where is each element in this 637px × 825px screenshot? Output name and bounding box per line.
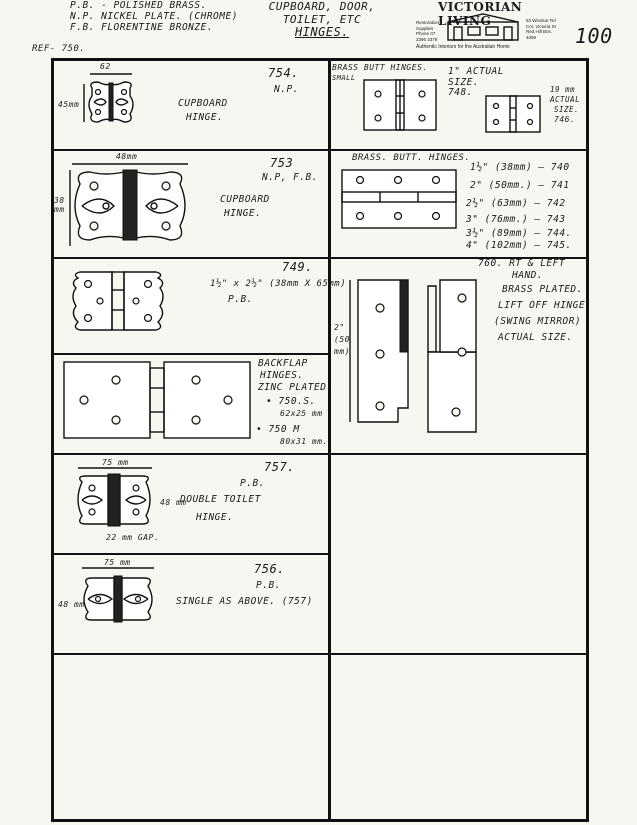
- product-label: SMALL: [332, 74, 356, 82]
- product-label: BRASS PLATED.: [502, 284, 583, 295]
- product-label: ZINC PLATED.: [258, 382, 333, 393]
- product-title: BRASS BUTT HINGES.: [332, 63, 428, 72]
- product-label: 1" ACTUAL: [448, 66, 504, 77]
- legend-np: N.P. NICKEL PLATE. (CHROME): [70, 11, 238, 22]
- product-size: 80x31 mm.: [280, 437, 328, 446]
- size-row: 2" (50mm.) — 741: [470, 180, 570, 191]
- hinge-753-icon: [69, 163, 188, 246]
- legend-pb: P.B. - POLISHED BRASS.: [70, 0, 207, 11]
- row-divider: [54, 653, 586, 655]
- product-label: SINGLE AS ABOVE. (757): [176, 596, 313, 607]
- lift-off-hinge-760-icon: [349, 279, 477, 433]
- product-code: 754.: [268, 66, 299, 80]
- product-label: ACTUAL: [550, 95, 581, 104]
- product-label: LIFT OFF HINGE: [498, 300, 586, 311]
- product-gap: 22 mm GAP.: [106, 533, 160, 542]
- product-code: 757.: [264, 460, 295, 474]
- dim-width: 62: [100, 62, 111, 71]
- product-label: HINGES.: [260, 370, 304, 381]
- butt-hinge-large-icon: [341, 169, 457, 229]
- dim-height: 38 mm: [54, 196, 65, 214]
- product-size: 1½" x 2½" (38mm X 65mm): [210, 279, 347, 289]
- row-divider: [54, 453, 586, 455]
- product-label: CUPBOARD: [178, 98, 228, 109]
- dim-width: 48mm: [116, 152, 138, 161]
- size-row: 2½" (63mm) — 742: [466, 198, 566, 209]
- product-label: HAND.: [512, 270, 544, 281]
- dim-width: 75 mm: [102, 458, 129, 467]
- product-title: BRASS. BUTT. HINGES.: [352, 153, 471, 163]
- product-finish: P.B.: [228, 294, 253, 305]
- hinge-749-icon: [72, 271, 164, 331]
- shopfront-icon: [447, 13, 519, 41]
- double-toilet-hinge-757-icon: [77, 467, 152, 527]
- title-line-3: HINGES.: [294, 25, 350, 39]
- dim-height: 2" (50 mm): [334, 323, 350, 356]
- dim-height: 48 mm: [58, 600, 85, 609]
- logo-brand: VICTORIAN LIVING: [438, 0, 523, 28]
- product-label: BACKFLAP: [258, 358, 308, 369]
- logo-tagline: Authentic Interiors for the Australian H…: [416, 44, 510, 50]
- product-label: DOUBLE TOILET: [180, 494, 261, 505]
- product-finish: N.P, F.B.: [262, 172, 318, 183]
- product-finish: P.B.: [240, 478, 265, 489]
- reference-number: REF- 750.: [32, 44, 86, 54]
- product-label: (SWING MIRROR): [494, 316, 582, 327]
- product-label: SIZE.: [554, 105, 580, 114]
- product-label: HINGE.: [224, 208, 262, 219]
- dim-width: 75 mm: [104, 558, 131, 567]
- product-code: 753: [270, 156, 294, 170]
- single-toilet-hinge-756-icon: [82, 567, 154, 623]
- page-number: 100: [575, 24, 613, 48]
- butt-hinge-748-icon: [363, 79, 437, 131]
- product-finish: P.B.: [256, 580, 281, 591]
- product-label: SIZE.: [448, 77, 480, 88]
- hinge-754-icon: [83, 73, 134, 123]
- row-divider: [54, 353, 328, 355]
- center-divider: [328, 61, 331, 819]
- product-code: 749.: [282, 260, 313, 274]
- size-row: 3" (76mm.) — 743: [466, 214, 566, 225]
- product-code: 760. RT & LEFT: [478, 258, 566, 269]
- product-code: 748.: [448, 87, 473, 98]
- dim-height: 48 mm: [160, 498, 187, 507]
- product-label: ACTUAL SIZE.: [498, 332, 573, 343]
- size-row: 4" (102mm) — 745.: [466, 240, 572, 251]
- finish-legend: P.B. - POLISHED BRASS. N.P. NICKEL PLATE…: [70, 0, 238, 33]
- product-size: 62x25 mm: [280, 409, 323, 418]
- title-line-2: TOILET, ETC: [282, 13, 362, 26]
- victorian-living-logo: VICTORIAN LIVING Restoration Supplies Ph…: [400, 0, 560, 52]
- title-line-1: CUPBOARD, DOOR,: [268, 0, 376, 13]
- row-divider: [54, 149, 586, 151]
- logo-left-text: Restoration Supplies Phone 07 3396 3379: [416, 20, 440, 42]
- row-divider: [54, 553, 328, 555]
- product-label: HINGE.: [196, 512, 234, 523]
- size-row: 1½" (38mm) — 740: [470, 162, 570, 173]
- product-code: • 750 M: [256, 424, 300, 435]
- catalogue-grid: [51, 58, 589, 822]
- dim-height: 45mm: [58, 100, 80, 109]
- product-code: 756.: [254, 562, 285, 576]
- product-code: 746.: [554, 115, 576, 124]
- butt-hinge-746-icon: [485, 95, 541, 133]
- product-label: CUPBOARD: [220, 194, 270, 205]
- product-label: 19 mm: [550, 85, 576, 94]
- product-label: HINGE.: [186, 112, 224, 123]
- backflap-hinge-icon: [63, 361, 251, 439]
- size-row: 3½" (89mm) — 744.: [466, 228, 572, 239]
- product-code: • 750.S.: [266, 396, 316, 407]
- logo-right-text: 53 Windsor Rd Cnr. Victoria St Red Hill …: [526, 18, 556, 40]
- row-divider: [54, 257, 586, 259]
- page-title: CUPBOARD, DOOR, TOILET, ETC HINGES.: [262, 0, 382, 39]
- product-finish: N.P.: [274, 84, 299, 95]
- legend-fb: F.B. FLORENTINE BRONZE.: [70, 22, 214, 33]
